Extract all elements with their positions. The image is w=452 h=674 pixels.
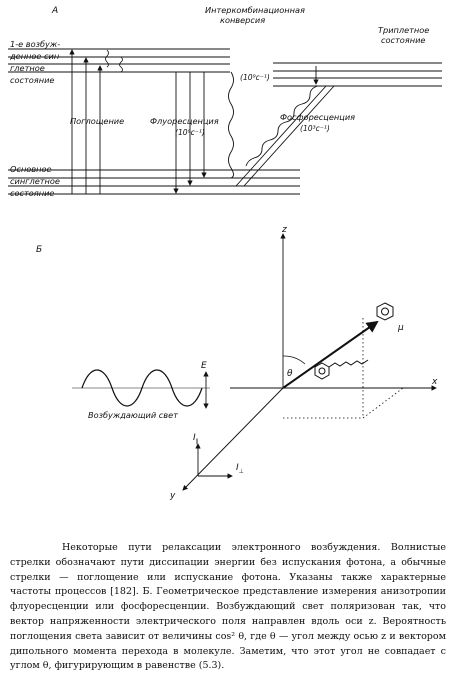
panel-a-label: A: [51, 6, 58, 16]
intersystem-crossing-wave: [228, 71, 234, 179]
phosphorescence-path: [235, 85, 335, 187]
dipole-label: μ: [397, 323, 404, 333]
fluorescence-label: Флуоресценция: [150, 116, 219, 126]
panel-b: Б z x y θ μ E: [36, 225, 438, 501]
phosphorescence-label: Фосфоресценция: [280, 112, 355, 122]
field-label: E: [201, 361, 207, 371]
intersystem-rate: (10⁹с⁻¹): [240, 73, 270, 82]
projection-lines: [283, 318, 404, 419]
theta-arc: [282, 355, 306, 365]
molecule-icon: [314, 302, 394, 380]
figure-caption: Некоторые пути релаксации электронного в…: [10, 541, 446, 674]
z-axis-label: z: [281, 225, 287, 235]
intersystem-label-2: конверсия: [220, 15, 265, 25]
exciting-light-label: Возбуждающий свет: [88, 410, 178, 420]
y-axis-label: y: [169, 491, 176, 501]
dipole-vector: [282, 320, 379, 389]
panel-a: A: [8, 5, 442, 198]
ground-label-1: Основное: [10, 164, 52, 174]
fluorescence-arrows: [173, 72, 207, 194]
caption-text: Некоторые пути релаксации электронного в…: [10, 542, 446, 672]
intersystem-label-1: Интеркомбинационная: [205, 5, 305, 15]
triplet-label-2: состояние: [381, 35, 425, 45]
ground-label-2: синглетное: [10, 176, 60, 186]
triplet-label-1: Триплетное: [378, 25, 429, 35]
i-parallel-label: I∥: [193, 433, 199, 445]
excited-label-1: 1-е возбуж-: [10, 39, 60, 49]
y-axis: [182, 387, 284, 491]
excited-singlet-levels: [8, 48, 230, 73]
panel-b-label: Б: [36, 245, 42, 255]
absorption-arrows: [69, 49, 103, 194]
excited-label-3: глетное: [10, 63, 45, 73]
excited-label-4: состояние: [10, 75, 54, 85]
x-axis-label: x: [431, 377, 438, 387]
fluorescence-rate: (10⁹с⁻¹): [175, 128, 205, 137]
relaxation-wavy-arrows: [105, 49, 123, 73]
absorption-label: Поглощение: [70, 116, 124, 126]
ground-label-3: состояние: [10, 188, 54, 198]
phosphorescence-rate: (10³с⁻¹): [300, 124, 330, 133]
excited-label-2: денное син-: [9, 51, 62, 61]
triplet-levels: [273, 62, 442, 87]
theta-label: θ: [287, 369, 293, 379]
i-perp-label: I⊥: [236, 463, 244, 475]
